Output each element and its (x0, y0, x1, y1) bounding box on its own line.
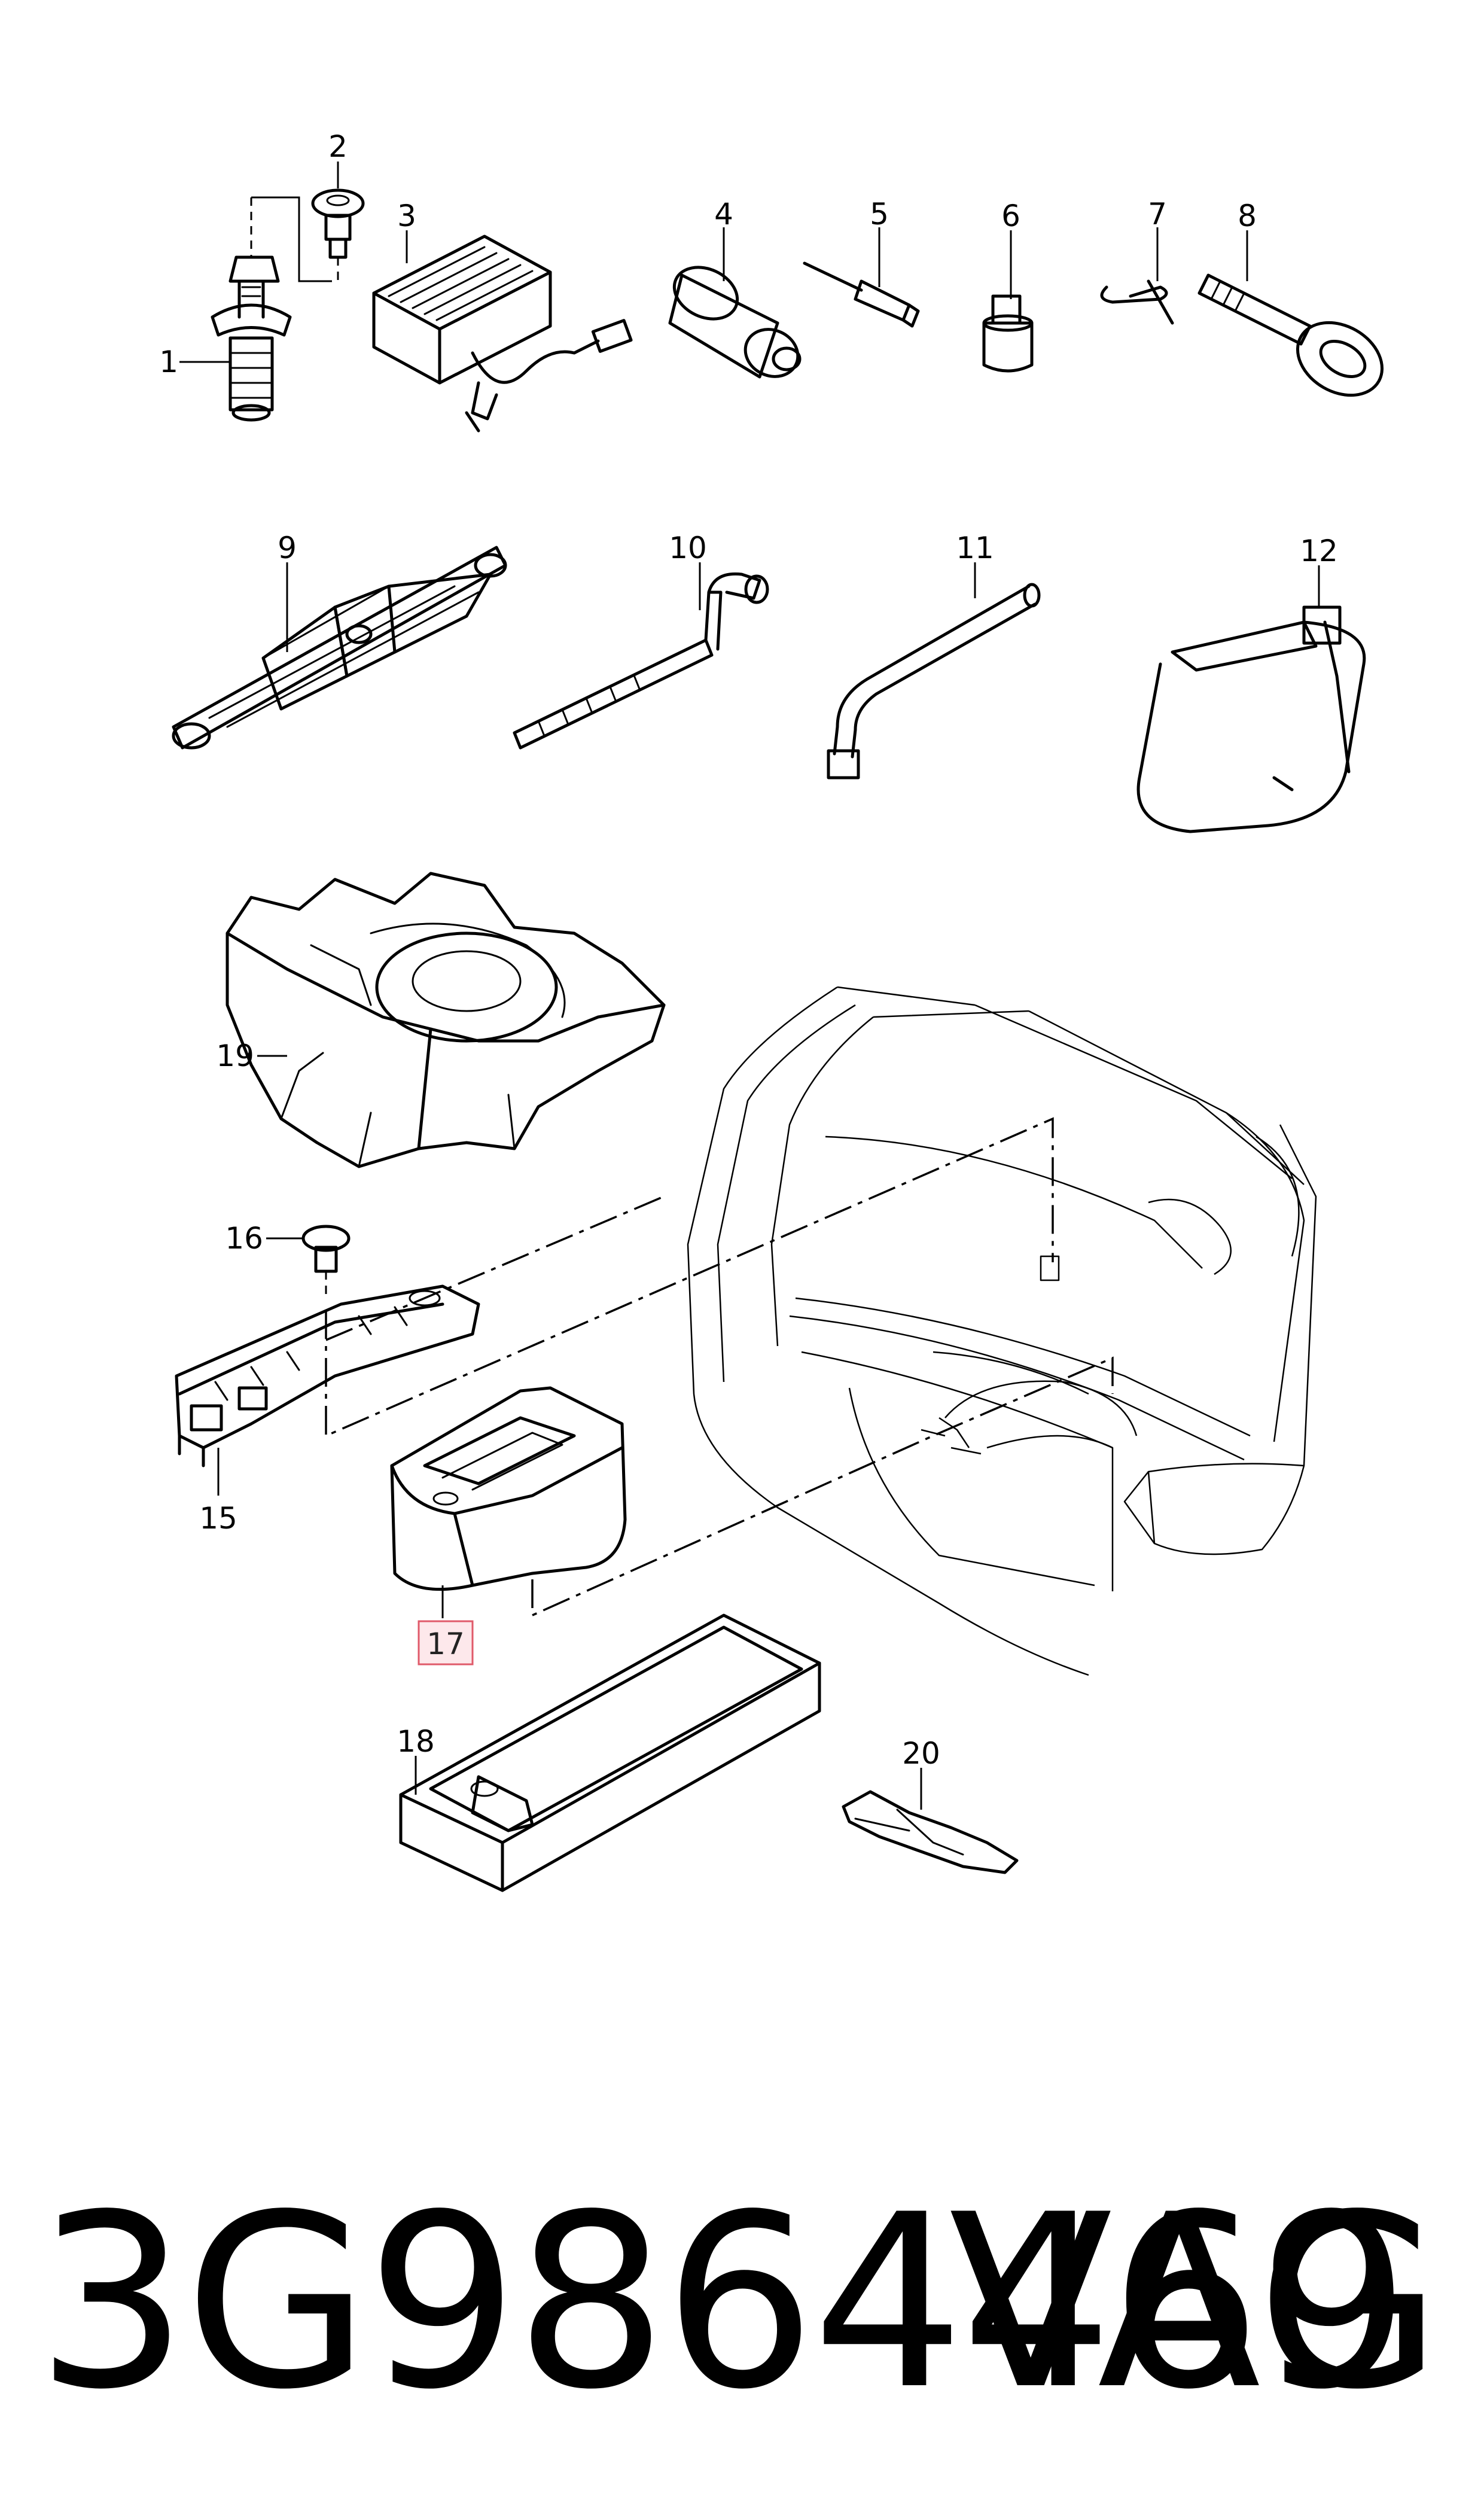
callout-1: 1 (159, 345, 178, 379)
part-1-threaded-bolt (211, 196, 332, 422)
callout-17-highlight-box (418, 1620, 474, 1666)
part-18-long-tray (399, 1613, 821, 1892)
callout-11: 11 (956, 531, 994, 565)
callout-16: 16 (225, 1221, 263, 1256)
callout-10: 10 (669, 531, 707, 565)
callout-6: 6 (1001, 199, 1020, 233)
part-16-screw (301, 1225, 351, 1298)
callout-5: 5 (870, 197, 889, 232)
callout-18: 18 (397, 1724, 435, 1759)
callout-19: 19 (216, 1039, 254, 1073)
callout-15: 15 (199, 1501, 237, 1536)
part-2-screw (311, 188, 365, 281)
callout-3: 3 (397, 199, 416, 233)
part-4-canister (668, 266, 802, 379)
callout-7: 7 (1148, 197, 1167, 232)
part-10-crank-handle (513, 572, 769, 750)
part-9-scissor-jack (172, 546, 507, 750)
callout-20: 20 (902, 1736, 940, 1771)
brand-label: VAG (949, 2164, 1442, 2442)
part-3-compressor (372, 235, 633, 433)
part-20-bracket (842, 1790, 1019, 1874)
callout-labels: 1 2 3 4 5 6 7 8 9 10 11 12 19 16 15 17 1… (159, 129, 1338, 1771)
callout-8: 8 (1238, 199, 1257, 233)
part-17-tool-bin (390, 1386, 627, 1591)
part-11-bent-rod (827, 583, 1041, 780)
part-8-towing-eye (1197, 273, 1384, 397)
callout-2: 2 (328, 129, 348, 164)
part-number: 3G9864469 (36, 2164, 1410, 2442)
part-7-clip (1100, 279, 1174, 325)
callout-9: 9 (278, 531, 297, 565)
car-boot-illustration (687, 986, 1317, 1676)
callout-17: 17 (426, 1627, 465, 1661)
leader-lines (179, 162, 1320, 1810)
part-6-socket (982, 294, 1034, 373)
part-19-foam-insert (226, 872, 666, 1168)
callout-12: 12 (1300, 534, 1338, 568)
callout-4: 4 (714, 197, 733, 232)
part-15-holder (175, 1284, 480, 1467)
part-5-screwdriver (803, 261, 920, 328)
part-12-strap (1136, 605, 1366, 833)
